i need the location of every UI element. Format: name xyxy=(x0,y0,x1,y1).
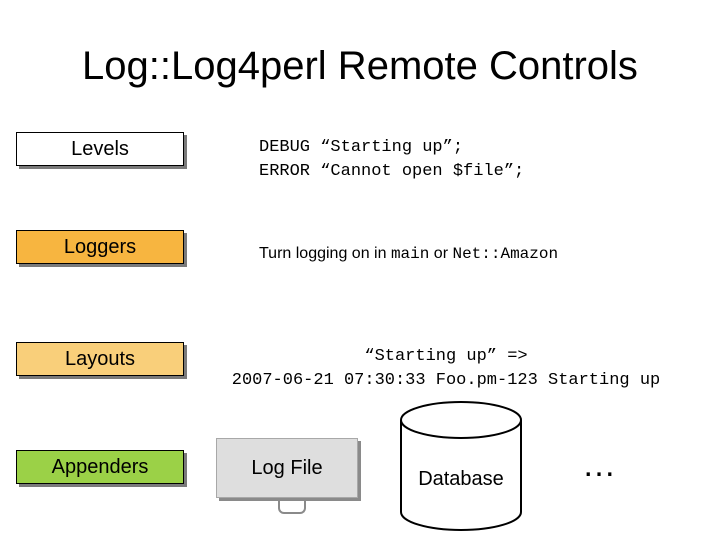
layouts-box: Layouts xyxy=(16,342,184,376)
slide-title: Log::Log4perl Remote Controls xyxy=(82,44,638,88)
layouts-label: Layouts xyxy=(64,347,136,370)
loggers-box: Loggers xyxy=(16,230,184,264)
levels-code-line-1: DEBUG “Starting up”; xyxy=(259,138,464,157)
loggers-description: Turn logging on in main or Net::Amazon xyxy=(259,242,558,266)
log-file-icon: Log File xyxy=(216,438,358,498)
database-label: Database xyxy=(418,468,504,490)
layouts-code-line-1: “Starting up” => xyxy=(364,347,528,366)
levels-code: DEBUG “Starting up”; ERROR “Cannot open … xyxy=(259,136,524,184)
loggers-code-net-amazon: Net::Amazon xyxy=(452,245,559,263)
loggers-code-main: main xyxy=(390,245,430,263)
log-file-label: Log File xyxy=(251,457,323,479)
levels-code-line-2: ERROR “Cannot open $file”; xyxy=(259,162,525,181)
layouts-code: “Starting up” => 2007-06-21 07:30:33 Foo… xyxy=(190,345,702,393)
loggers-text-prefix: Turn logging on in xyxy=(259,245,391,262)
database-cylinder-icon xyxy=(400,401,522,531)
loggers-text-mid: or xyxy=(429,245,453,262)
levels-label: Levels xyxy=(71,137,129,160)
log-file-tab-shape xyxy=(278,498,306,514)
layouts-code-line-2: 2007-06-21 07:30:33 Foo.pm-123 Starting … xyxy=(231,371,661,390)
appenders-label: Appenders xyxy=(51,455,149,478)
levels-box: Levels xyxy=(16,132,184,166)
loggers-label: Loggers xyxy=(63,235,137,258)
more-appenders-ellipsis: … xyxy=(582,446,617,484)
appenders-box: Appenders xyxy=(16,450,184,484)
